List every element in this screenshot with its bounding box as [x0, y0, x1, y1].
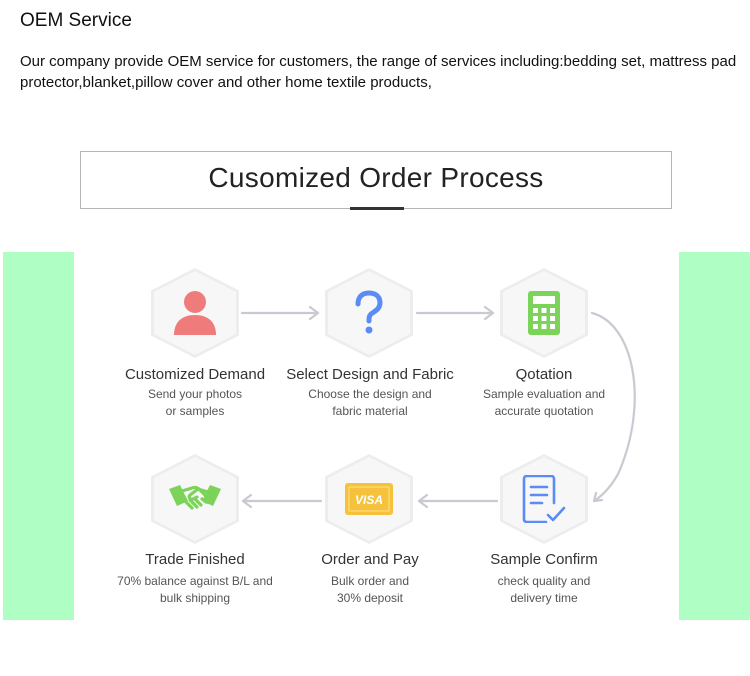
step-desc-line: fabric material — [332, 404, 408, 418]
step-title: Customized Demand — [124, 366, 266, 383]
step-desc-line: Bulk order and — [330, 574, 410, 588]
question-icon — [355, 290, 383, 334]
process-arrows — [240, 305, 636, 509]
step-hex-trade-finished — [151, 454, 239, 544]
order-process-diagram: Customized Demand Send your photos or sa… — [74, 252, 679, 620]
banner-underline — [350, 207, 404, 210]
step-desc-line: 70% balance against B/L and — [117, 574, 273, 588]
step-title: Order and Pay — [321, 551, 419, 568]
step-desc-line: Sample evaluation and — [482, 387, 606, 401]
step-desc-line: accurate quotation — [494, 404, 594, 418]
step-desc-line: Send your photos — [147, 387, 243, 401]
step-desc: Bulk order and 30% deposit — [275, 573, 465, 607]
step-desc: Send your photos or samples — [100, 386, 290, 420]
step-desc-line: check quality and — [497, 574, 591, 588]
process-banner: Cusomized Order Process — [80, 151, 672, 210]
step-desc: check quality and delivery time — [449, 573, 639, 607]
step-title: Qotation — [515, 366, 573, 383]
step-desc: Choose the design and fabric material — [275, 386, 465, 420]
banner-title: Cusomized Order Process — [208, 162, 544, 193]
step-desc: Sample evaluation and accurate quotation — [449, 386, 639, 420]
step-desc-line: delivery time — [510, 591, 578, 605]
step-desc-line: Choose the design and — [308, 387, 432, 401]
step-hex-qotation — [500, 268, 588, 358]
step-hex-customized-demand — [151, 268, 239, 358]
step-desc-line: 30% deposit — [336, 591, 404, 605]
step-title: Trade Finished — [145, 551, 245, 568]
left-side-panel — [3, 252, 74, 620]
visa-card-icon: VISA — [345, 483, 393, 515]
arrow-3-to-6 — [590, 311, 636, 503]
calculator-icon — [528, 291, 560, 335]
step-desc-line: bulk shipping — [159, 591, 231, 605]
handshake-icon — [169, 485, 221, 510]
step-desc: 70% balance against B/L and bulk shippin… — [100, 573, 290, 607]
page-title: OEM Service — [20, 10, 132, 31]
right-side-panel — [679, 252, 750, 620]
checklist-icon — [522, 475, 566, 523]
intro-text: Our company provide OEM service for cust… — [20, 53, 737, 91]
person-icon — [174, 291, 216, 335]
visa-label: VISA — [355, 493, 383, 507]
step-title: Sample Confirm — [490, 551, 598, 568]
step-title: Select Design and Fabric — [286, 366, 454, 383]
step-hex-sample-confirm — [500, 454, 588, 544]
step-desc-line: or samples — [165, 404, 225, 418]
